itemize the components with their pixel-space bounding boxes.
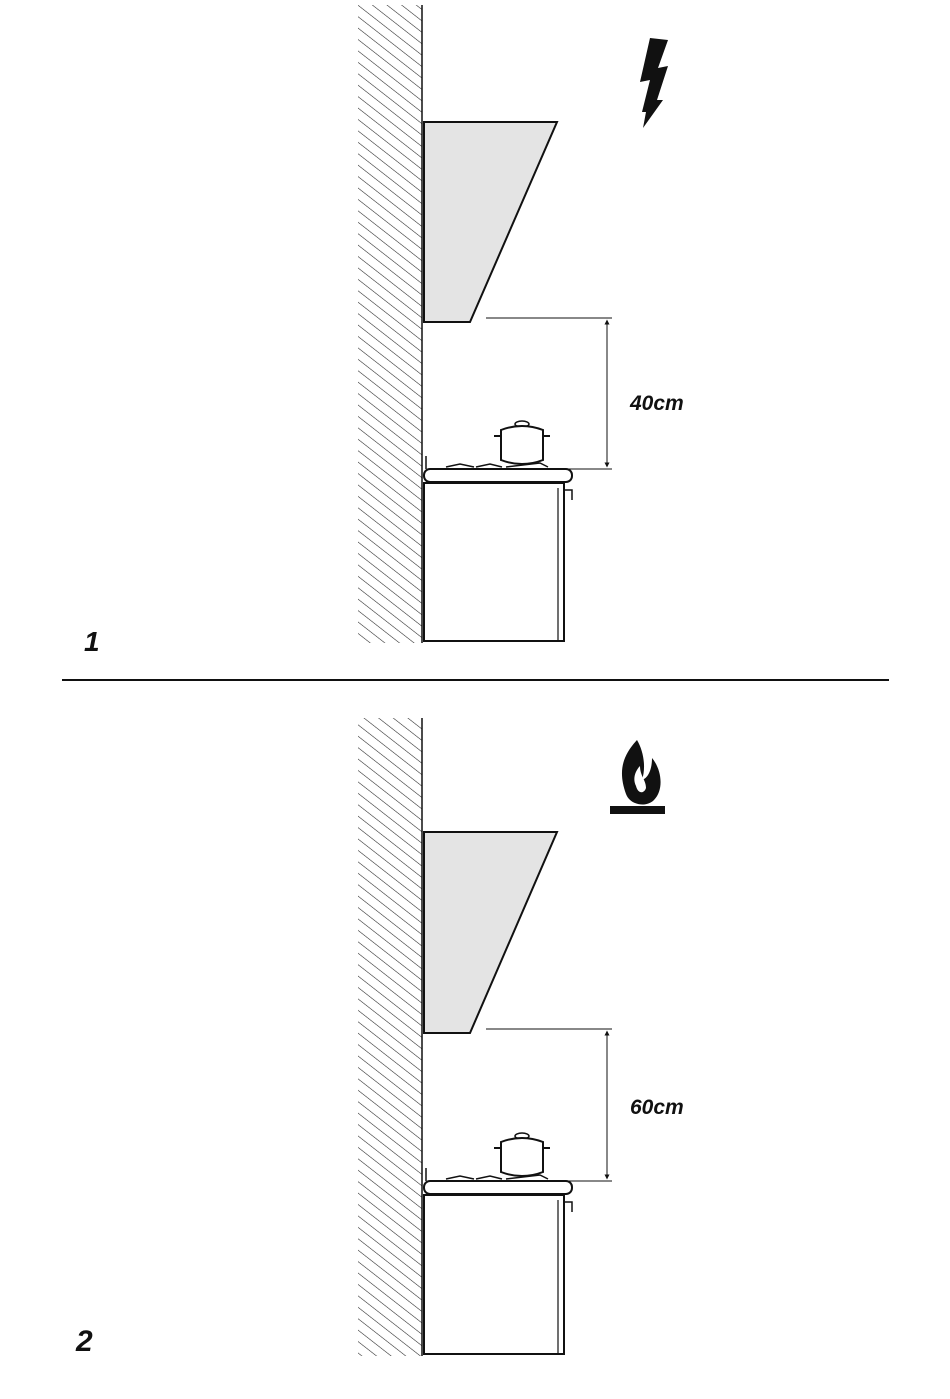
- wall-hatch: [358, 718, 422, 1356]
- range-hood: [424, 832, 557, 1033]
- lightning-icon: [640, 38, 668, 128]
- oven-cabinet: [424, 1195, 572, 1354]
- distance-label: 60cm: [630, 1096, 684, 1119]
- oven-cabinet: [424, 483, 572, 641]
- figure-number: 2: [75, 1325, 93, 1358]
- wall-hatch: [358, 5, 422, 643]
- figure-number: 1: [84, 626, 100, 657]
- flame-icon: [610, 740, 665, 814]
- cooktop: [424, 456, 572, 482]
- figure-2: 60cm 2: [75, 718, 684, 1358]
- pot-icon: [494, 1133, 550, 1176]
- figure-1: 40cm 1: [84, 5, 684, 657]
- distance-label: 40cm: [629, 392, 684, 415]
- cooktop: [424, 1168, 572, 1194]
- pot-icon: [494, 421, 550, 464]
- range-hood: [424, 122, 557, 322]
